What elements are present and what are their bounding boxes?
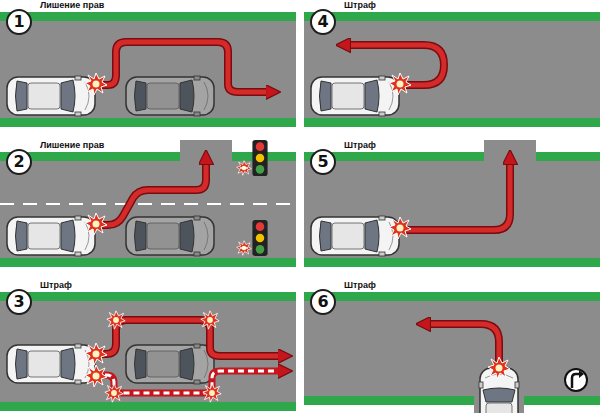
- callout-number: 4: [317, 14, 328, 30]
- panel-title: Штраф: [342, 280, 378, 291]
- callout-circle: 4: [310, 9, 336, 35]
- callout-circle: 6: [310, 289, 336, 315]
- callout-circle: 3: [6, 289, 32, 315]
- callout-number: 2: [13, 154, 24, 170]
- panel-title: Лишение прав: [38, 140, 106, 151]
- callout-number: 1: [13, 14, 24, 30]
- panel-title: Штраф: [38, 280, 74, 291]
- panel-title: Штраф: [342, 140, 378, 151]
- callout-number: 3: [13, 294, 24, 310]
- panel-title: Штраф: [342, 0, 378, 11]
- panel-title: Лишение прав: [38, 0, 106, 11]
- callout-number: 5: [317, 154, 328, 170]
- callout-circle: 1: [6, 9, 32, 35]
- callout-number: 6: [317, 294, 328, 310]
- callout-circle: 5: [310, 149, 336, 175]
- callout-circle: 2: [6, 149, 32, 175]
